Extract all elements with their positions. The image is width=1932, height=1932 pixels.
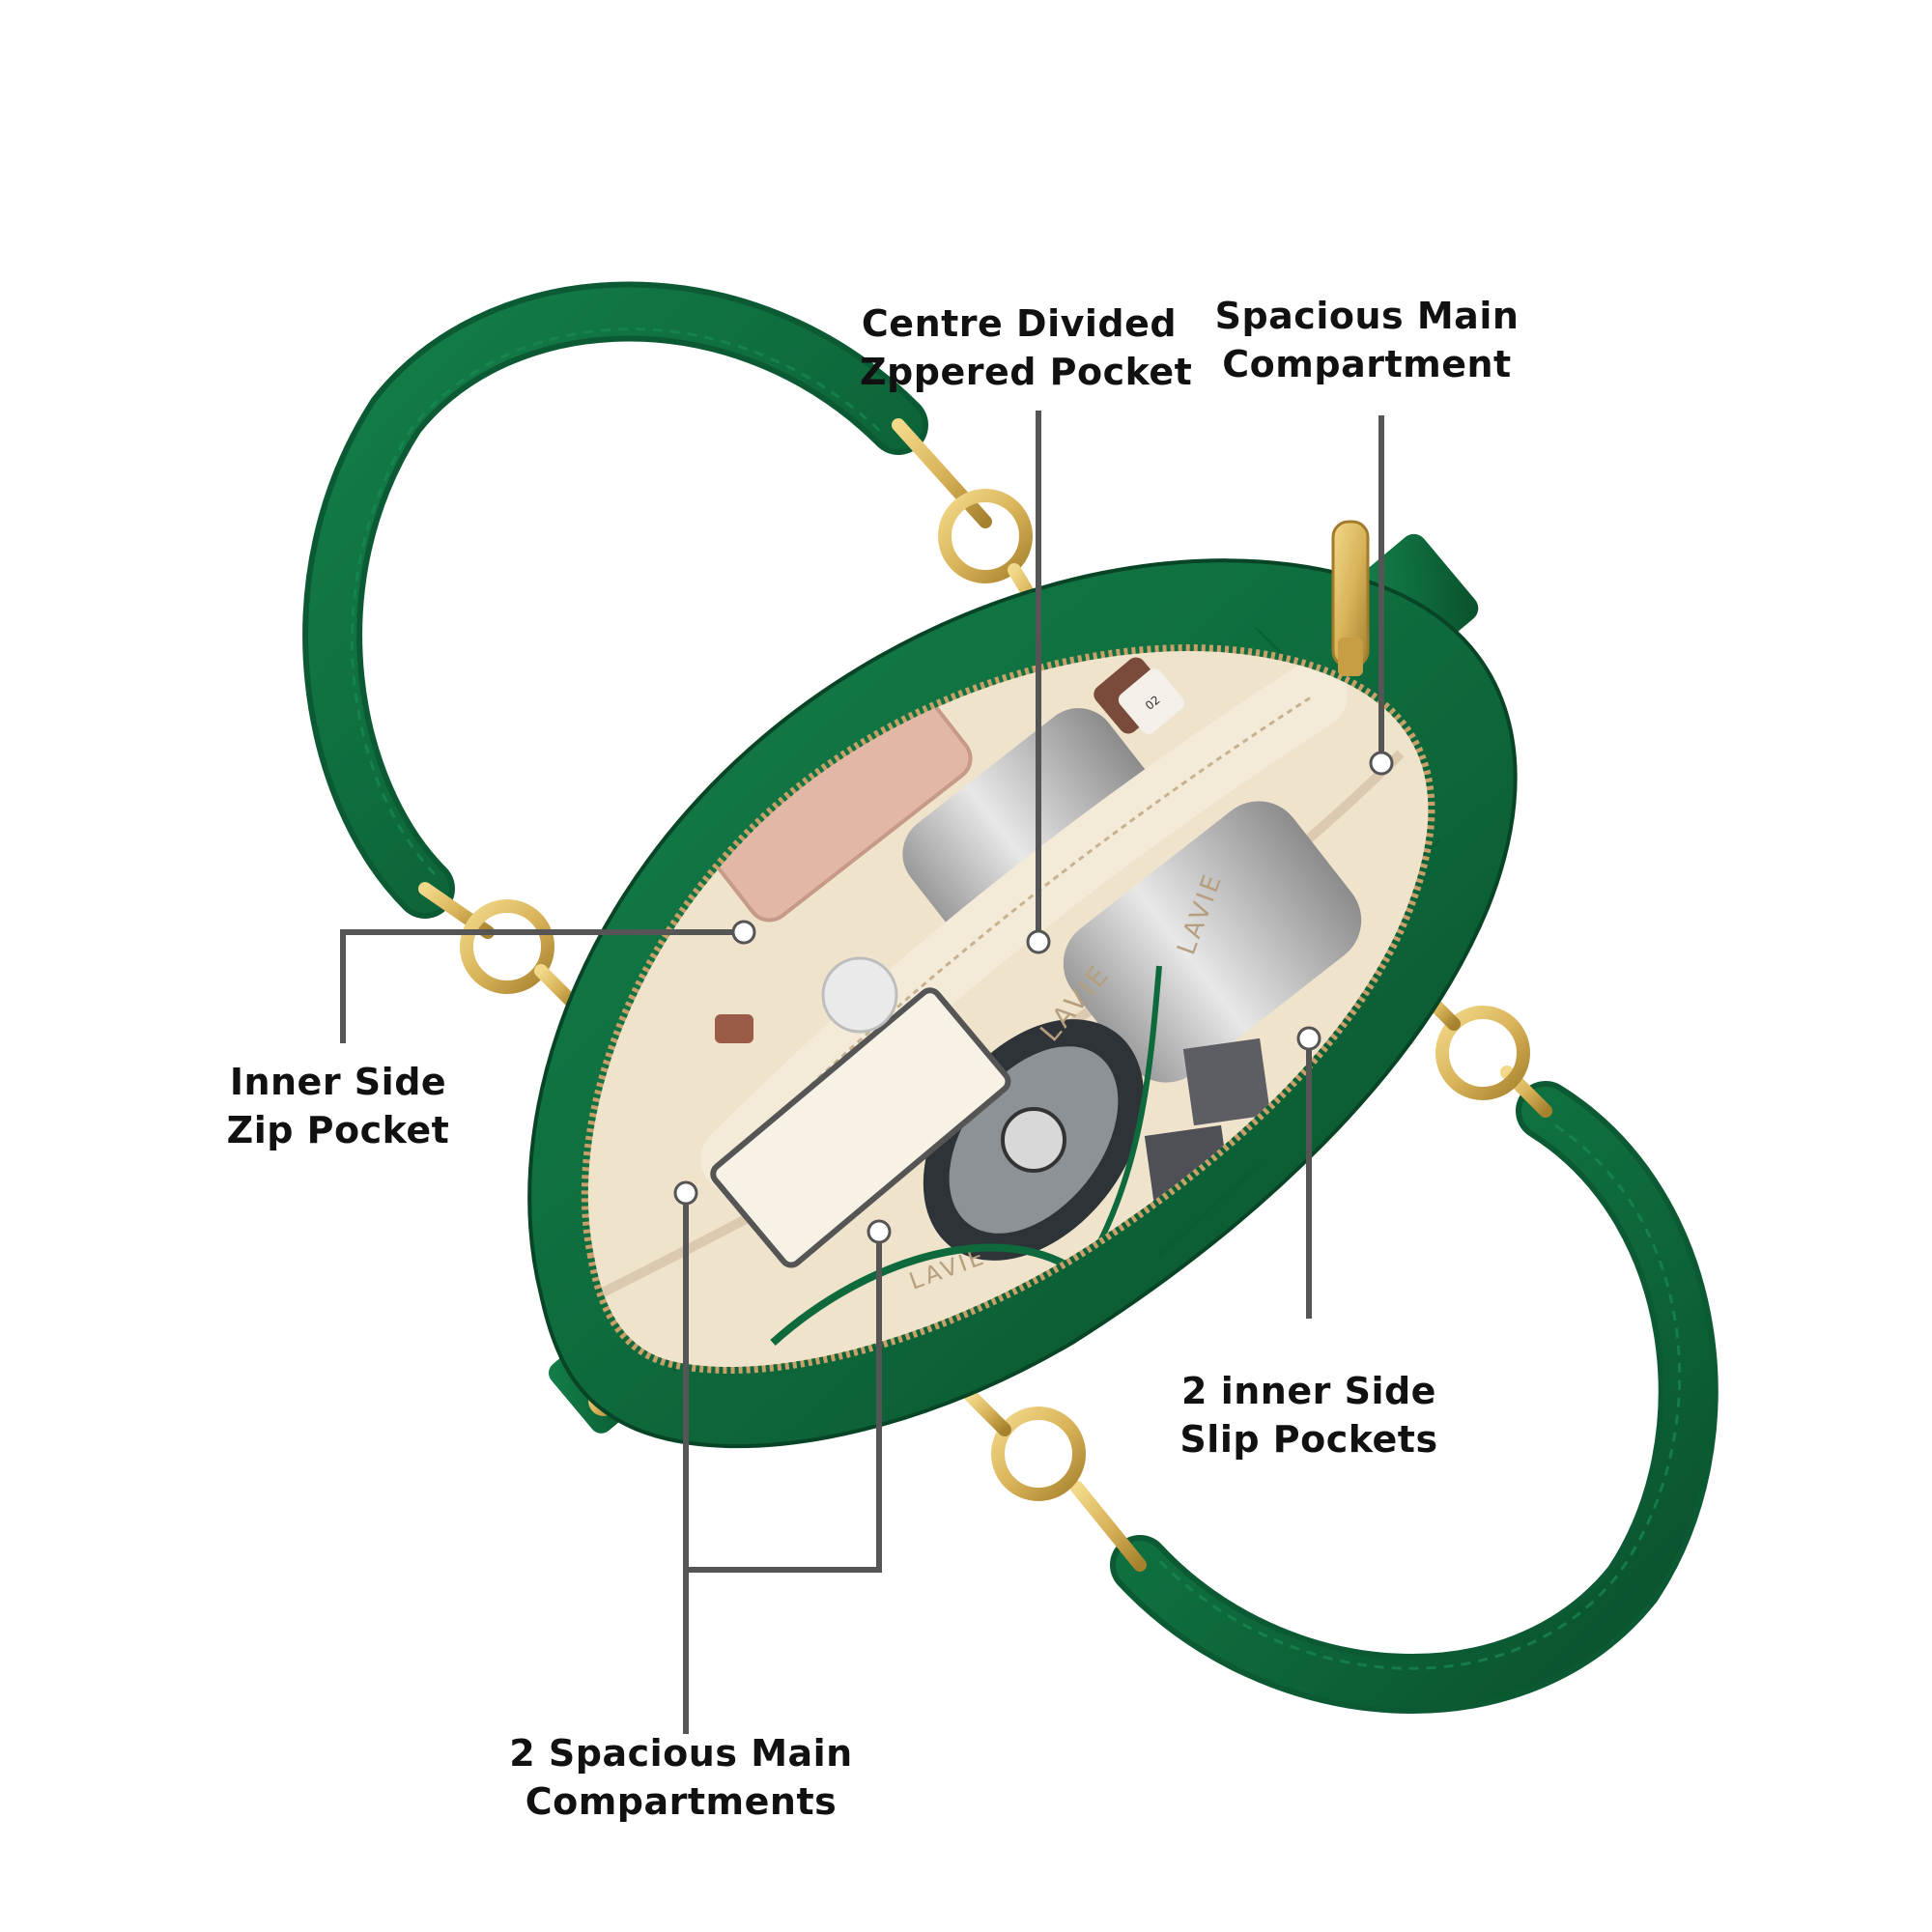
callout-line-1: 2 Spacious Main bbox=[509, 1732, 853, 1775]
lipstick-item: 02 bbox=[1094, 657, 1185, 735]
callout-dots bbox=[673, 751, 1394, 1244]
zip-puller bbox=[1331, 520, 1370, 676]
callout-line-2: Compartments bbox=[525, 1780, 838, 1823]
leader-lines bbox=[340, 411, 1384, 1734]
callout-spacious-main-compartment: Spacious Main Compartment bbox=[1212, 292, 1521, 388]
callout-line-1: 2 inner Side bbox=[1181, 1370, 1436, 1412]
handle-upper-left bbox=[302, 281, 928, 919]
callout-line-2: Zip Pocket bbox=[226, 1109, 450, 1151]
callout-inner-side-zip-pocket: Inner Side Zip Pocket bbox=[203, 1058, 473, 1154]
callout-line-1: Inner Side bbox=[229, 1061, 447, 1103]
callout-centre-divided-pocket: Centre Divided Zppered Pocket bbox=[860, 299, 1193, 396]
callout-line-2: Slip Pockets bbox=[1179, 1418, 1438, 1461]
handle-lower-right bbox=[1110, 1081, 1719, 1714]
callout-line-2: Compartment bbox=[1222, 343, 1512, 385]
metal-tins bbox=[902, 708, 1362, 1083]
notebook-item bbox=[710, 987, 1011, 1268]
callout-two-spacious-main-compartments: 2 Spacious Main Compartments bbox=[497, 1729, 865, 1826]
callout-line-1: Centre Divided bbox=[861, 302, 1178, 345]
callout-line-1: Spacious Main bbox=[1214, 295, 1520, 337]
callout-line-2: Zppered Pocket bbox=[860, 351, 1193, 393]
callout-inner-side-slip-pockets: 2 inner Side Slip Pockets bbox=[1174, 1367, 1444, 1463]
